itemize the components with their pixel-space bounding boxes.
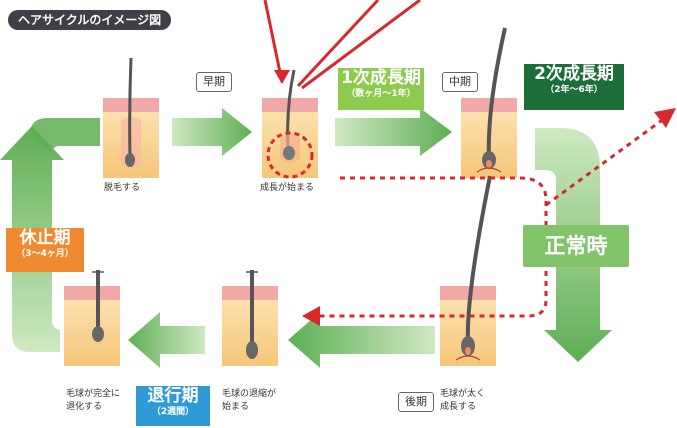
phase-telogen-sub: （3〜4ヶ月） [16, 249, 74, 259]
phase-anagen2-label: 2次成長期 [534, 64, 614, 84]
caption-fully-regressed-2: 退化する [66, 402, 103, 412]
phase-catagen-sub: （2週間） [151, 407, 195, 417]
tag-late: 後期 [398, 392, 434, 412]
phase-telogen-label: 休止期 [19, 228, 71, 248]
phase-catagen: 退行期 （2週間） [136, 386, 210, 426]
red-arrowhead-bottom [302, 306, 320, 326]
phase-anagen2-sub: （2年〜6年） [545, 85, 603, 95]
arrow-bottom-2 [128, 312, 205, 368]
phase-anagen1-label: 1次成長期 [341, 68, 421, 88]
phase-telogen: 休止期 （3〜4ヶ月） [6, 228, 84, 272]
follicle-4 [440, 175, 496, 366]
page-title: ヘアサイクルのイメージ図 [8, 10, 172, 30]
phase-anagen1: 1次成長期 （数ヶ月〜1年） [338, 68, 424, 110]
arrow-bottom-1 [288, 312, 435, 368]
phase-anagen1-sub: （数ヶ月〜1年） [346, 89, 416, 99]
follicle-5 [222, 270, 278, 366]
red-indicators [263, 0, 666, 318]
caption-regression-starts-1: 毛球の退縮が [222, 389, 277, 399]
tag-middle: 中期 [442, 72, 478, 92]
phase-catagen-label: 退行期 [147, 386, 199, 406]
red-arrowhead-top [274, 70, 290, 84]
caption-regression-starts-2: 始まる [222, 402, 250, 412]
follicle-1 [103, 57, 159, 178]
arrow-top-1 [172, 108, 252, 156]
caption-growth-starts: 成長が始まる [260, 183, 315, 193]
tag-early: 早期 [196, 72, 232, 92]
follicle-6 [64, 270, 120, 366]
arrow-top-2 [335, 108, 452, 156]
caption-fully-regressed-1: 毛球が完全に [66, 389, 121, 399]
follicle-3 [461, 27, 517, 178]
caption-shedding: 脱毛する [104, 183, 141, 193]
caption-bulb-grows-1: 毛球が太く [440, 389, 486, 399]
cycle-arrows [0, 108, 612, 368]
normal-label: 正常時 [523, 225, 629, 267]
follicle-2 [262, 69, 318, 178]
caption-bulb-grows-2: 成長する [440, 402, 477, 412]
red-arrowhead-right [654, 108, 676, 128]
phase-anagen2: 2次成長期 （2年〜6年） [524, 64, 624, 110]
